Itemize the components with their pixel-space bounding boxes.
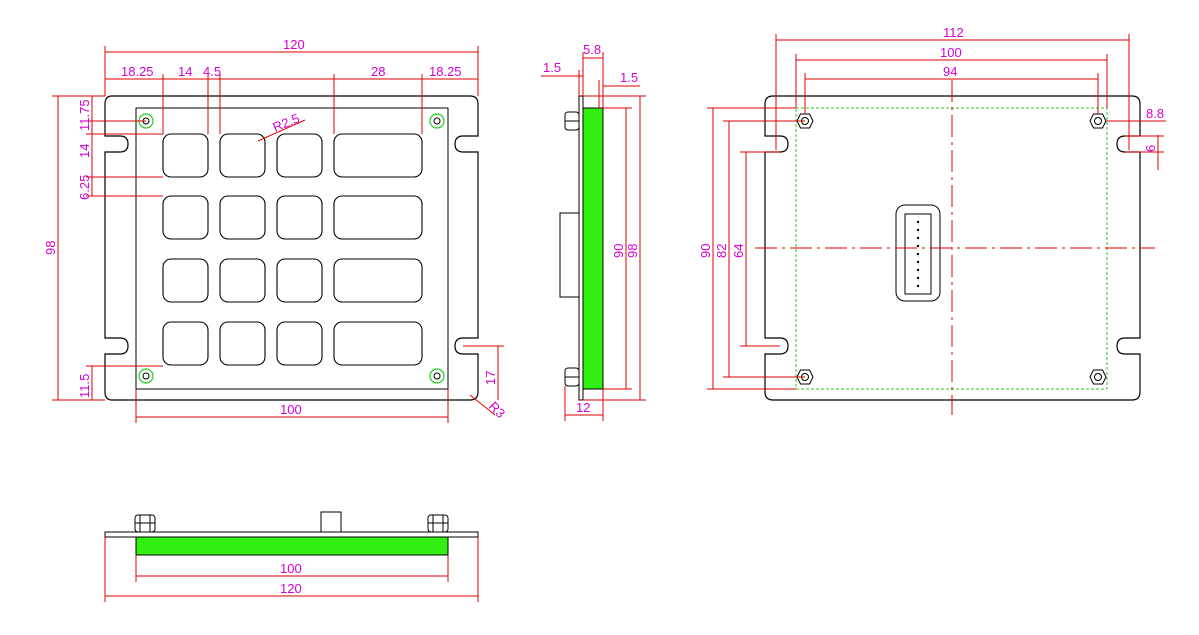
dim-key-radius: R2.5: [271, 111, 302, 135]
key: [276, 321, 323, 366]
front-inner-board: [135, 107, 449, 390]
dim-outer-height: 98: [625, 244, 640, 258]
dim-total-thickness: 5.8: [583, 42, 601, 57]
dim-right-margin: 18.25: [429, 64, 462, 79]
dim-height-overall: 98: [43, 241, 58, 255]
dim-rear-board-width: 94: [943, 64, 957, 79]
dim-left-margin: 18.25: [121, 64, 154, 79]
dim-key-gap: 4.5: [203, 64, 221, 79]
dim-edge-thickness: 1.5: [620, 70, 638, 85]
dim-slot-bottom-offset: 17: [483, 371, 498, 385]
dim-rear-width-overall: 112: [943, 25, 964, 40]
mounting-hole: [429, 368, 445, 384]
dim-rear-hole-span: 100: [940, 45, 962, 60]
dim-inner-height: 90: [611, 244, 626, 258]
front-mounting-holes: [138, 113, 445, 384]
dim-rear-height-64: 64: [731, 244, 746, 258]
dim-bottom-width: 12: [576, 400, 590, 415]
key: [162, 133, 209, 178]
dim-hole-edge-offset: 8.8: [1146, 106, 1164, 121]
side-connector: [559, 212, 580, 298]
key: [276, 133, 323, 178]
dim-key-width: 14: [178, 64, 192, 79]
mounting-hole: [142, 372, 150, 380]
side-plate: [578, 95, 584, 401]
dim-slot-offset: 14: [77, 144, 92, 158]
dim-slot-height: 6: [1143, 145, 1158, 152]
mounting-hole: [433, 117, 441, 125]
dim-bottom-pcb-width: 100: [280, 561, 302, 576]
dim-bottom-plate-width: 120: [280, 581, 302, 596]
dim-wide-key-width: 28: [371, 64, 385, 79]
bottom-pcb: [135, 536, 449, 556]
side-dimension-labels: 5.8 1.5 1.5 90 98 12: [543, 42, 640, 415]
front-dimension-labels: 120 18.25 14 4.5 28 18.25 98 11.75 14 6.…: [43, 37, 508, 421]
dim-row-offset: 6.25: [77, 175, 92, 200]
rear-plate-outline: [764, 95, 1141, 401]
mounting-hole: [138, 368, 154, 384]
side-view: 5.8 1.5 1.5 90 98 12: [541, 42, 646, 421]
rear-connector: [904, 213, 932, 295]
front-dimensions: [52, 46, 504, 423]
key: [276, 195, 323, 240]
rear-dimensions: [707, 34, 1166, 390]
key: [333, 321, 423, 366]
key: [219, 321, 266, 366]
dim-rear-height-90: 90: [698, 244, 713, 258]
rear-view: 112 100 94 90 82 64 8.8 6: [698, 25, 1166, 415]
key: [333, 133, 423, 178]
key: [219, 133, 266, 178]
key: [333, 195, 423, 240]
keypad-keys: [162, 133, 423, 366]
rear-connector-housing: [895, 204, 941, 302]
side-dimensions: [541, 52, 646, 421]
rear-connector-pins: [916, 220, 920, 288]
dim-corner-radius: R3: [486, 399, 508, 421]
bottom-plate: [104, 531, 479, 538]
front-plate-outline: [104, 95, 479, 401]
key: [162, 258, 209, 303]
dim-plate-thickness: 1.5: [543, 60, 561, 75]
key: [333, 258, 423, 303]
rear-dimension-labels: 112 100 94 90 82 64 8.8 6: [698, 25, 1164, 258]
key: [162, 321, 209, 366]
bottom-dimension-labels: 100 120: [280, 561, 302, 596]
bottom-connector: [320, 511, 342, 533]
mounting-hole: [429, 113, 445, 129]
front-view: 120 18.25 14 4.5 28 18.25 98 11.75 14 6.…: [43, 37, 508, 423]
key: [162, 195, 209, 240]
dim-inner-width: 100: [280, 402, 302, 417]
bottom-view: 100 120: [104, 511, 479, 602]
side-pcb: [582, 107, 604, 390]
dim-top-hole-offset: 11.75: [77, 99, 92, 131]
dim-rear-height-82: 82: [714, 244, 729, 258]
bottom-dimensions: [104, 537, 479, 602]
key: [219, 258, 266, 303]
dim-width-overall: 120: [283, 37, 305, 52]
key: [276, 258, 323, 303]
dim-bottom-hole-offset: 11.5: [77, 374, 92, 398]
bottom-nuts: [134, 514, 449, 533]
mounting-hole: [433, 372, 441, 380]
key: [219, 195, 266, 240]
